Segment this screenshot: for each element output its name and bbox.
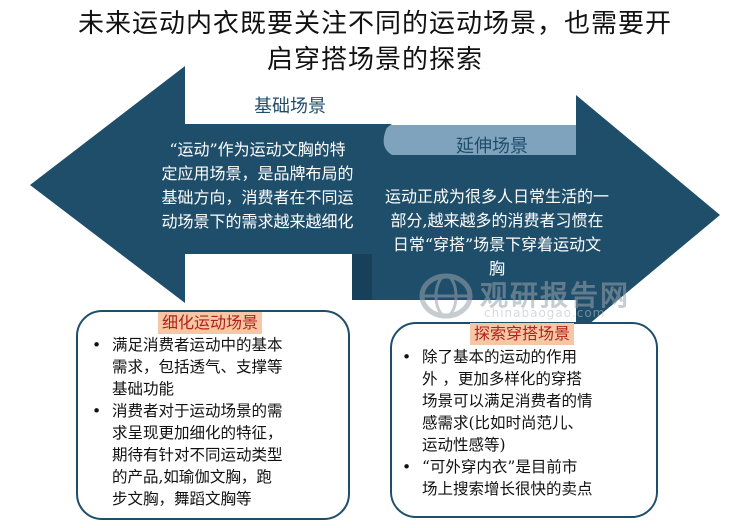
right-bullet-list: 除了基本的运动的作用 外 ，更加多样化的穿搭 场景可以满足消费者的情 感需求(比… <box>398 346 654 500</box>
right-arrow-line: 运动正成为很多人日常生活的一 <box>384 187 609 206</box>
bullet-line: 场景可以满足消费者的情 <box>422 392 593 410</box>
right-box-title: 探索穿搭场景 <box>470 323 575 345</box>
page-title: 未来运动内衣既要关注不同的运动场景，也需要开 启穿搭场景的探索 <box>0 6 750 78</box>
left-arrow-label: 基础场景 <box>254 96 326 117</box>
bullet-line: 步文胸，舞蹈文胸等 <box>112 490 252 508</box>
left-detail-box: 满足消费者运动中的基本 需求，包括透气、支撑等 基础功能 消费者对于运动场景的需… <box>76 310 350 520</box>
right-arrow-text: 运动正成为很多人日常生活的一 部分,越来越多的消费者习惯在 日常“穿搭”场景下穿… <box>372 185 622 281</box>
bullet-line: 消费者对于运动场景的需 <box>112 402 283 420</box>
left-arrow-line: “运动”作为运动文胸的特 <box>169 140 346 159</box>
bullet-line: 外 ，更加多样化的穿搭 <box>422 370 582 388</box>
bullet-line: 求呈现更加细化的特征， <box>112 424 283 442</box>
bullet-line: 感需求(比如时尚范儿、 <box>422 414 584 432</box>
left-arrow-shape <box>30 66 392 303</box>
list-item: 除了基本的运动的作用 外 ，更加多样化的穿搭 场景可以满足消费者的情 感需求(比… <box>398 346 654 456</box>
title-line-2: 启穿搭场景的探索 <box>266 45 483 75</box>
bullet-line: 运动性感等) <box>422 436 506 454</box>
right-detail-box: 除了基本的运动的作用 外 ，更加多样化的穿搭 场景可以满足消费者的情 感需求(比… <box>390 322 658 518</box>
left-arrow-text: “运动”作为运动文胸的特 定应用场景，是品牌布局的 基础方向，消费者在不同运 动… <box>150 138 365 234</box>
bullet-line: 满足消费者运动中的基本 <box>112 336 283 354</box>
bullet-line: 基础功能 <box>112 380 175 398</box>
left-arrow-line: 动场景下的需求越来越细化 <box>161 212 354 231</box>
bullet-line: 需求，包括透气、支撑等 <box>112 358 283 376</box>
list-item: “可外穿内衣”是目前市 场上搜索增长很快的卖点 <box>398 456 654 500</box>
right-arrow-line: 胸 <box>488 259 505 278</box>
left-bullet-list: 满足消费者运动中的基本 需求，包括透气、支撑等 基础功能 消费者对于运动场景的需… <box>88 334 346 510</box>
right-arrow-line: 部分,越来越多的消费者习惯在 <box>390 211 604 230</box>
right-arrow-label: 延伸场景 <box>456 136 528 157</box>
right-arrow-line: 日常“穿搭”场景下穿着运动文 <box>392 235 602 254</box>
list-item: 满足消费者运动中的基本 需求，包括透气、支撑等 基础功能 <box>88 334 346 400</box>
bullet-line: “可外穿内衣”是目前市 <box>422 458 578 476</box>
title-line-1: 未来运动内衣既要关注不同的运动场景，也需要开 <box>77 9 672 39</box>
list-item: 消费者对于运动场景的需 求呈现更加细化的特征， 期待有针对不同运动类型 的产品,… <box>88 400 346 510</box>
bullet-line: 场上搜索增长很快的卖点 <box>422 480 593 498</box>
bullet-line: 除了基本的运动的作用 <box>422 348 578 366</box>
bullet-line: 的产品,如瑜伽文胸，跑 <box>112 468 272 486</box>
ribbon-fold <box>383 125 576 155</box>
left-arrow-fold <box>352 254 372 300</box>
bullet-line: 期待有针对不同运动类型 <box>112 446 283 464</box>
left-box-title: 细化运动场景 <box>158 312 263 334</box>
left-arrow-line: 基础方向，消费者在不同运 <box>161 188 354 207</box>
left-arrow-line: 定应用场景，是品牌布局的 <box>161 164 354 183</box>
